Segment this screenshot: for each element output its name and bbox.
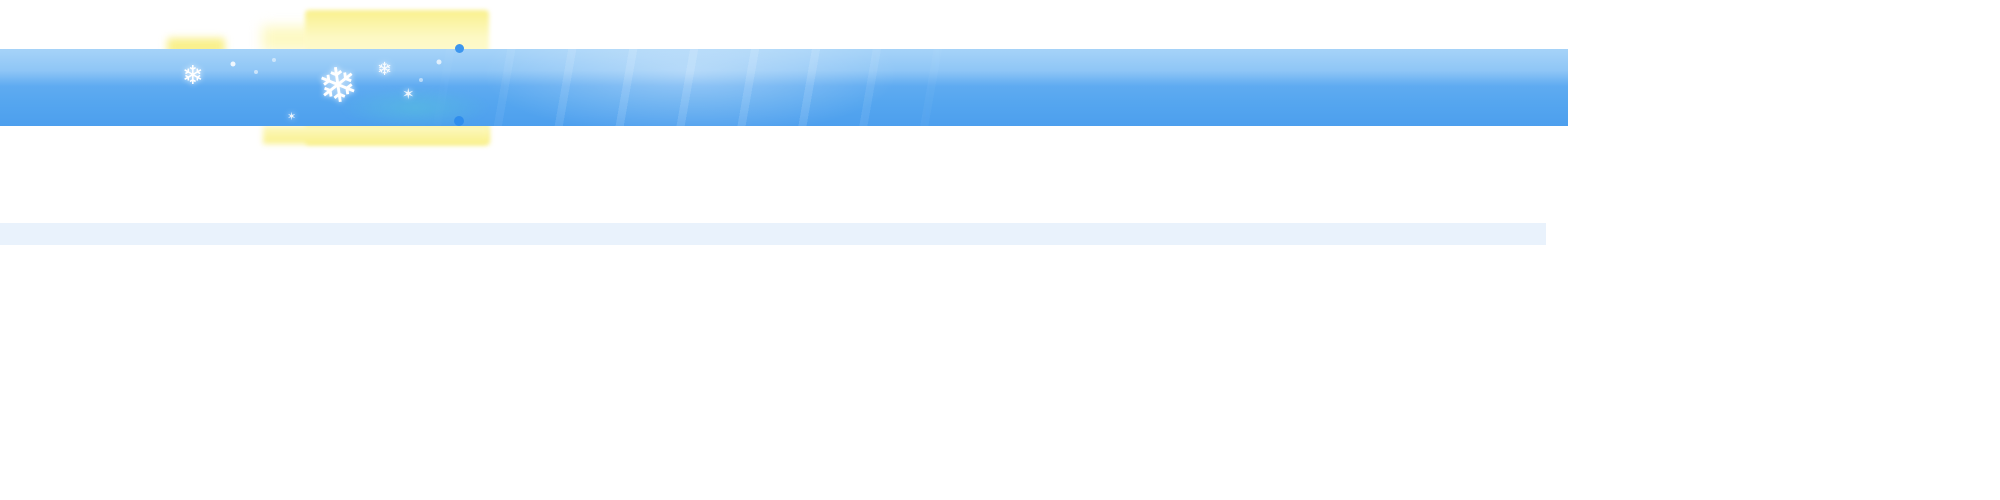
blue-dot-top [455,44,464,53]
snowflake-icon: ❄ [377,59,393,80]
yellow-glow-bottom [263,125,489,144]
banner-center-highlight [480,49,900,126]
snowflake-icon: ❄ [314,55,362,117]
sparkle-icon: ✶ [287,110,297,123]
snowflake-icon: ❄ [182,61,204,91]
blue-dot-bottom [454,116,464,126]
content-divider-strip [0,223,1546,245]
sparkle-icon: ✶ [402,85,415,103]
promo-banner[interactable]: ❄ ❄ ❄ ✶ ✶ [0,49,1568,126]
banner-teal-tint [340,87,490,126]
banner-sparkle-dots [0,49,2,51]
banner-light-rays [420,49,980,126]
